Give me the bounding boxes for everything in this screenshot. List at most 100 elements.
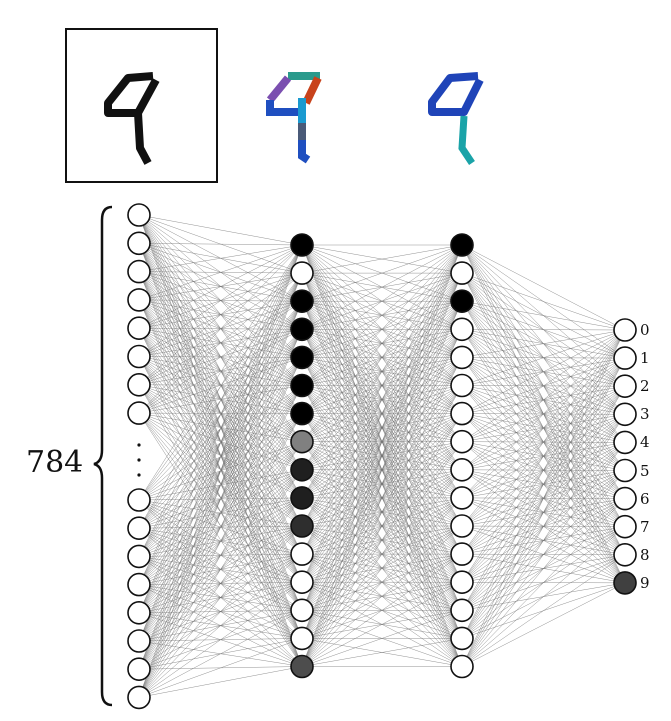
connection-edge — [138, 244, 303, 557]
connection-edge — [461, 582, 626, 667]
connection-edge — [461, 329, 626, 331]
input-node — [127, 259, 151, 284]
connection-edge — [301, 244, 463, 274]
connection-edge — [138, 638, 303, 698]
connection-edge — [138, 412, 303, 527]
connection-edge — [461, 329, 626, 555]
hidden1-node — [290, 317, 314, 342]
connection-edge — [461, 329, 626, 414]
connection-edge — [138, 525, 303, 698]
output-label-7: 7 — [640, 517, 650, 536]
hidden2-feature-image — [428, 72, 484, 165]
input-node — [127, 344, 151, 369]
connection-edge — [301, 244, 463, 386]
connection-edge — [138, 553, 303, 698]
connection-edge — [138, 412, 303, 471]
input-node — [127, 629, 151, 653]
ellipsis-dot — [137, 443, 141, 447]
connection-edge — [138, 244, 303, 585]
output-node — [613, 571, 637, 595]
hidden2-node — [450, 457, 474, 482]
hidden1-node — [290, 429, 314, 454]
output-node — [613, 430, 637, 455]
hidden2-node — [450, 542, 474, 566]
connection-edge — [138, 413, 303, 698]
connection-edge — [301, 497, 463, 667]
connection-edge — [461, 414, 626, 667]
connection-edge — [138, 412, 303, 555]
input-node — [127, 685, 151, 710]
ellipsis-dot — [137, 473, 141, 477]
connection-edge — [461, 329, 626, 499]
connection-edge — [138, 412, 303, 499]
connection-edge — [461, 470, 626, 667]
hidden1-node — [290, 373, 314, 398]
input-node — [127, 544, 151, 569]
hidden1-node — [290, 514, 314, 538]
connection-edge — [461, 498, 626, 667]
hidden2-node — [450, 486, 474, 510]
connection-edge — [301, 469, 463, 667]
input-digit-image — [104, 72, 160, 165]
connection-edge — [138, 441, 303, 698]
input-node — [127, 657, 151, 682]
hidden1-node — [290, 289, 314, 314]
output-label-9: 9 — [640, 573, 650, 592]
hidden2-node — [450, 233, 474, 257]
connection-edge — [301, 244, 463, 499]
connection-edge — [301, 244, 463, 330]
output-node — [613, 458, 637, 483]
hidden2-node — [450, 401, 474, 426]
connection-edge — [138, 273, 303, 698]
input-node — [127, 488, 151, 512]
connection-edge — [138, 244, 303, 329]
hidden1-node — [290, 261, 314, 285]
hidden2-node — [450, 570, 474, 595]
connection-edge — [138, 244, 303, 642]
connection-edge — [301, 244, 463, 414]
connection-edge — [301, 244, 463, 358]
connection-edge — [138, 412, 303, 667]
connection-edge — [138, 244, 303, 670]
hidden2-node — [450, 261, 474, 285]
output-node — [613, 514, 637, 539]
connection-edge — [138, 357, 303, 698]
connection-edge — [461, 244, 626, 331]
connection-edge — [301, 301, 463, 667]
hidden1-node — [290, 542, 314, 566]
output-label-2: 2 — [640, 377, 650, 396]
hidden2-node — [450, 598, 474, 623]
connection-edge — [461, 272, 626, 331]
connection-edge — [138, 244, 303, 301]
hidden2-node — [450, 514, 474, 538]
output-label-0: 0 — [640, 321, 650, 339]
connection-edge — [461, 386, 626, 667]
output-label-5: 5 — [640, 461, 650, 480]
connection-edge — [138, 581, 303, 698]
hidden1-node — [290, 345, 314, 370]
hidden2-node — [450, 373, 474, 398]
hidden1-node — [290, 233, 314, 257]
connection-edge — [301, 244, 463, 302]
connection-edge — [138, 412, 303, 414]
connections — [138, 214, 626, 698]
connection-edge — [301, 244, 463, 583]
connection-edge — [461, 329, 626, 639]
hidden2-node — [450, 626, 474, 651]
hidden2-node — [450, 317, 474, 342]
connection-edge — [301, 385, 463, 667]
connection-edge — [301, 610, 463, 667]
output-node — [613, 346, 637, 370]
connection-edge — [301, 638, 463, 667]
output-node — [613, 486, 637, 511]
hidden2-node — [450, 345, 474, 370]
hidden1-node — [290, 401, 314, 426]
connection-edge — [138, 666, 303, 698]
connection-edge — [461, 554, 626, 667]
connection-edge — [301, 244, 463, 611]
ellipsis-dot — [137, 458, 141, 462]
connection-edge — [138, 214, 303, 246]
hidden1-node — [290, 486, 314, 510]
connection-edge — [461, 300, 626, 331]
output-node — [613, 374, 637, 399]
